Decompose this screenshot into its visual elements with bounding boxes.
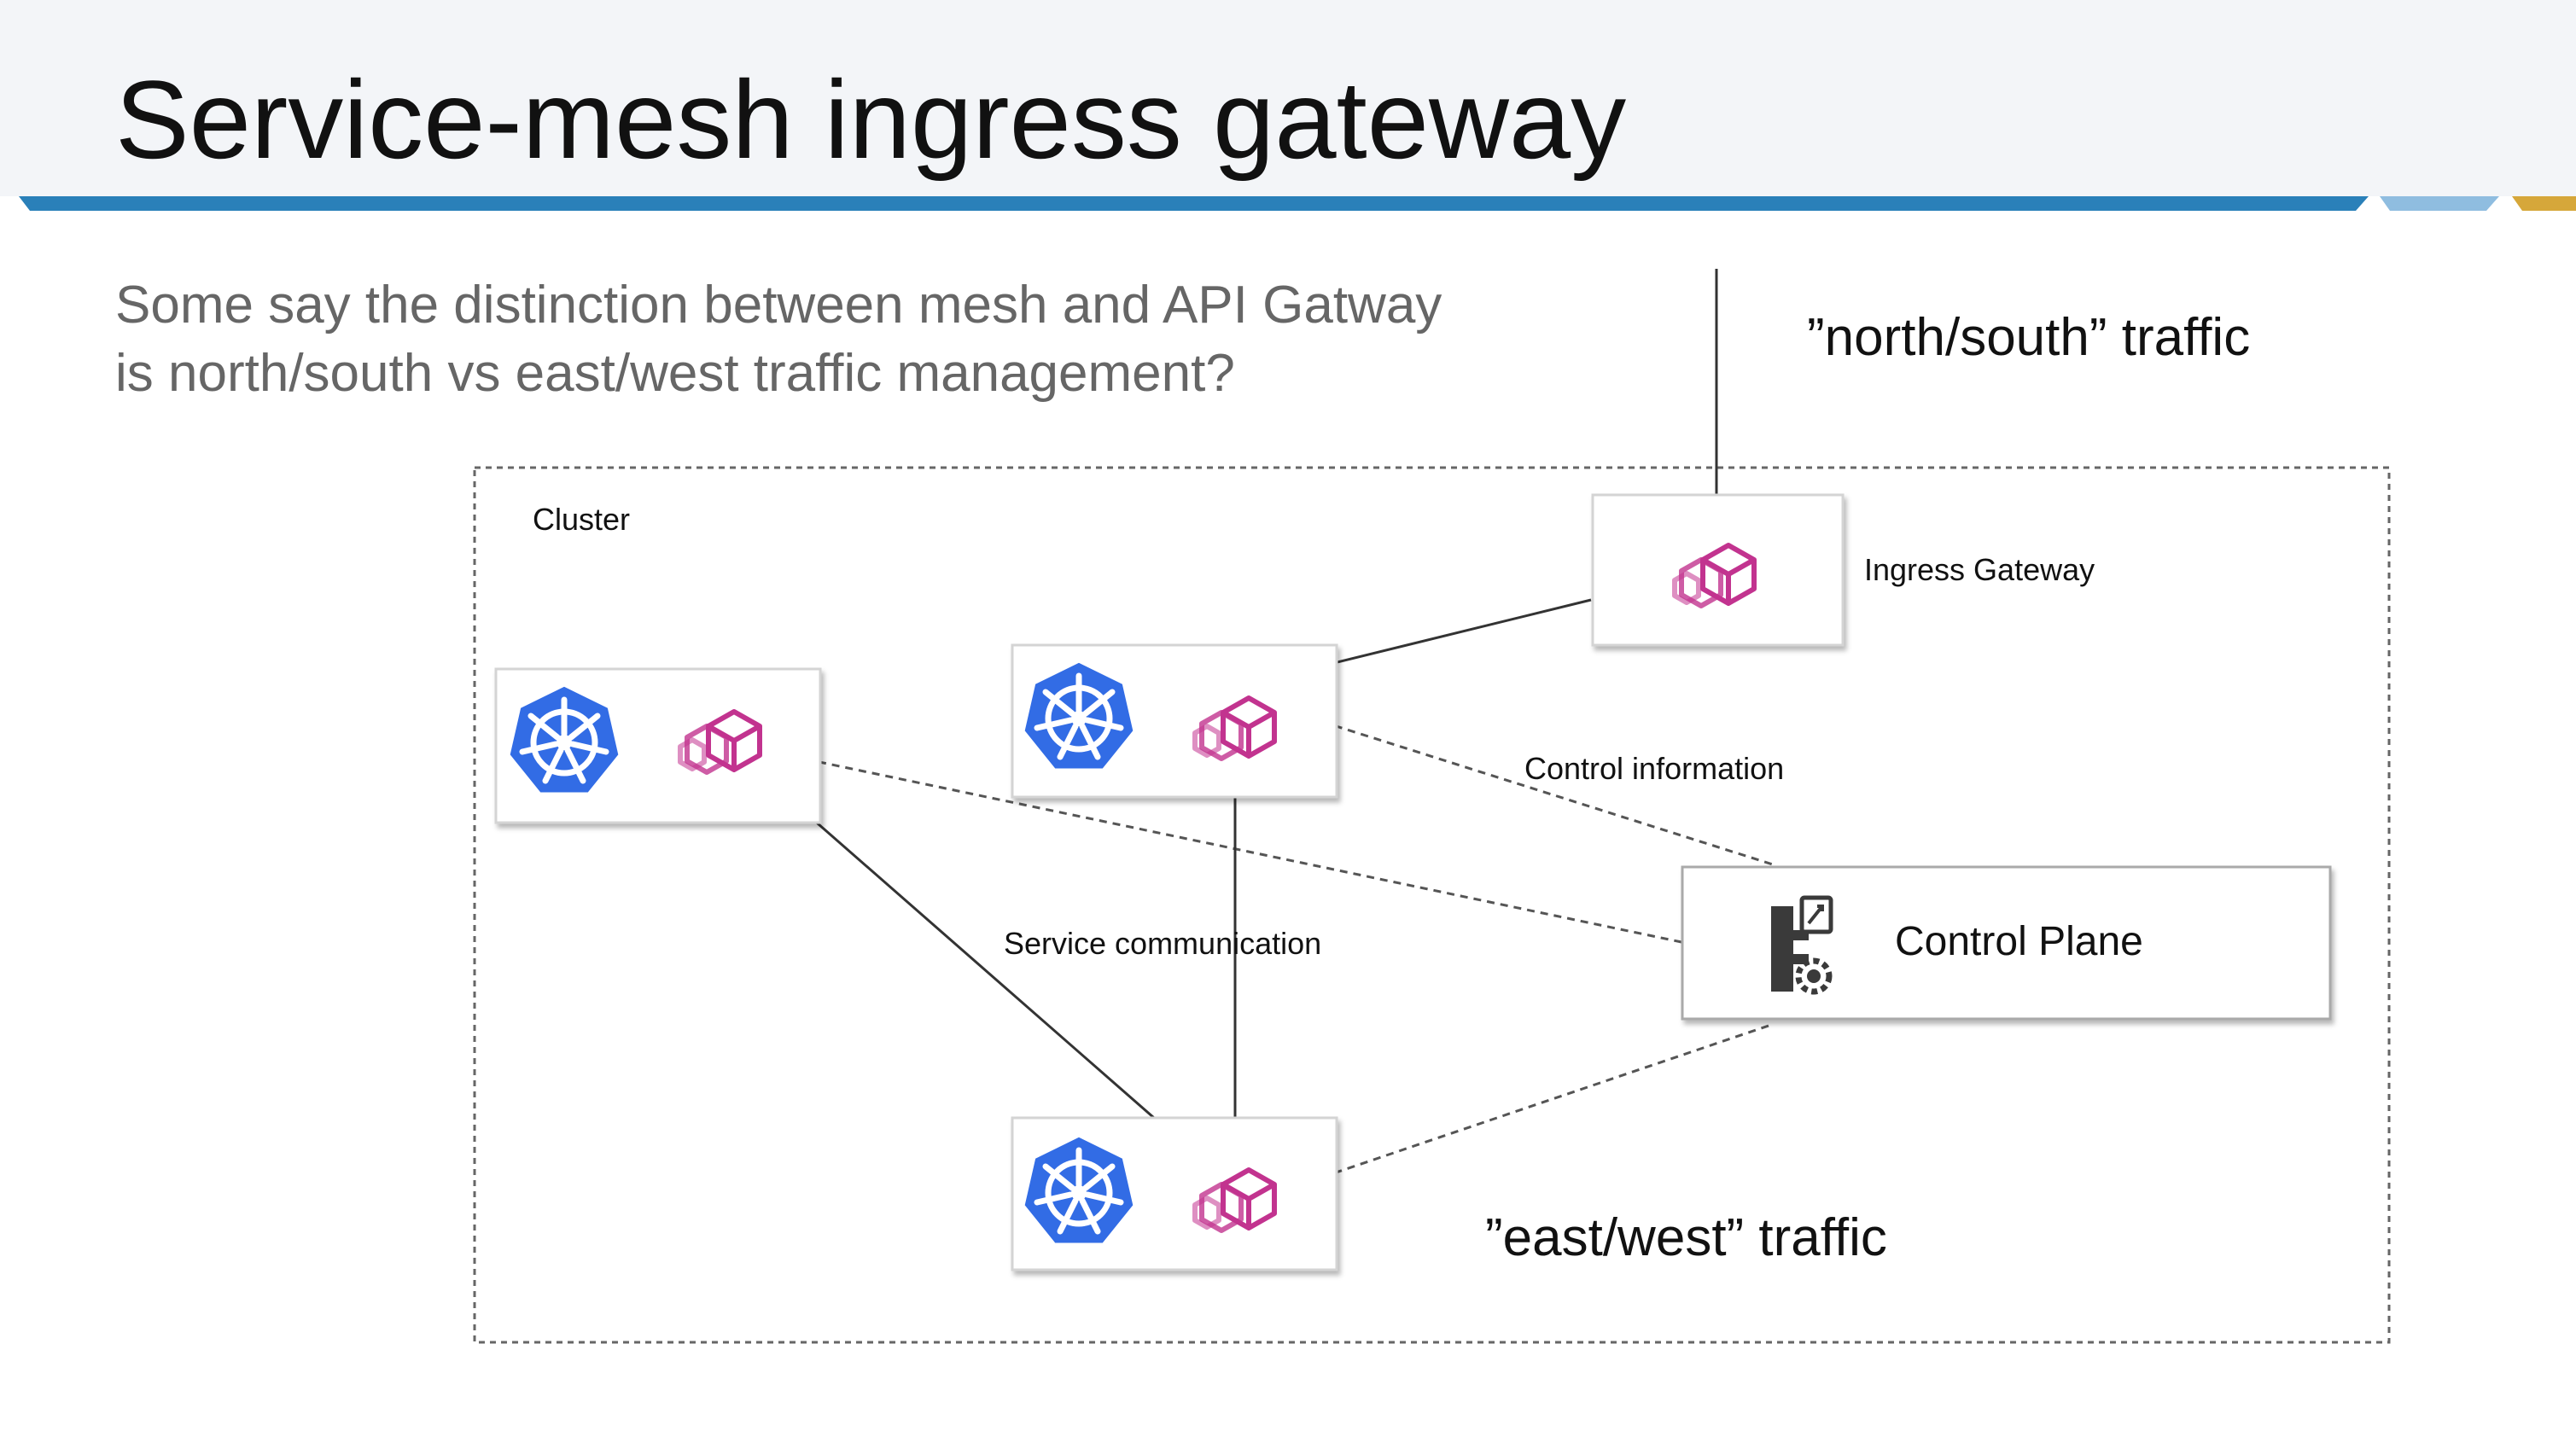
title-bar-gold [2512,196,2576,211]
slide-subtitle-line-1: Some say the distinction between mesh an… [115,276,1442,335]
title-bar-light [2380,196,2499,211]
control-plane-label: Control Plane [1895,919,2143,964]
service-communication-label: Service communication [1004,926,1322,961]
east-west-label: ”east/west” traffic [1485,1208,1887,1267]
slide-title: Service-mesh ingress gateway [115,57,1627,182]
control-line-bottom-pod [1295,1022,1775,1188]
ingress-gateway-label: Ingress Gateway [1864,552,2095,587]
north-south-label: ”north/south” traffic [1807,308,2251,367]
control-information-label: Control information [1524,751,1785,786]
title-bar-blue [19,196,2369,211]
cluster-label: Cluster [533,502,631,537]
cluster-boundary [473,466,2391,1344]
control-line-left-pod [778,752,1682,944]
east-west-arrow [775,786,1182,1143]
ingress-to-pod-arrow [1297,598,1592,675]
header-band [0,0,2576,196]
control-line-top-pod [1295,712,1776,867]
slide-subtitle-line-2: is north/south vs east/west traffic mana… [115,344,1235,403]
